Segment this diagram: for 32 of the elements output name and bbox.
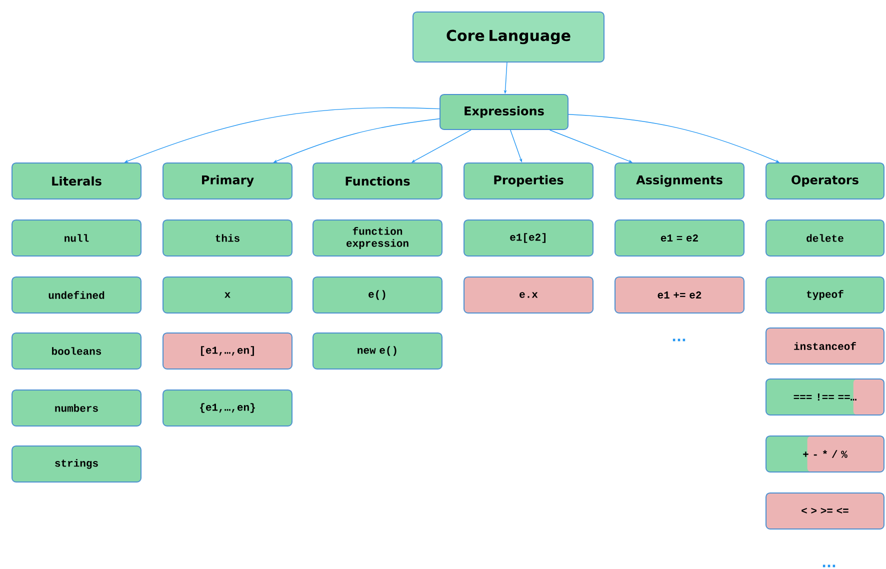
- ellipsis: ...: [822, 564, 836, 568]
- feature-box: e1 += e2: [614, 276, 744, 314]
- feature-box: x: [162, 276, 292, 314]
- category-box: Properties: [464, 162, 594, 200]
- feature-box: + - * / %: [766, 435, 884, 472]
- category-box: Operators: [766, 162, 884, 200]
- category-box: Expressions: [440, 94, 568, 130]
- feature-box: delete: [766, 219, 884, 256]
- feature-box: function expression: [312, 219, 442, 256]
- category-box: Literals: [12, 162, 142, 200]
- feature-box: null: [12, 219, 142, 256]
- feature-box: numbers: [12, 389, 142, 426]
- feature-box: strings: [12, 445, 142, 482]
- feature-box: e(): [312, 276, 442, 314]
- category-box: Functions: [312, 162, 442, 200]
- root-box: Core Language: [412, 12, 604, 62]
- feature-box: e1 = e2: [614, 219, 744, 256]
- feature-box: this: [162, 219, 292, 256]
- ellipsis: ...: [672, 338, 686, 342]
- feature-box: [e1,…,en]: [162, 332, 292, 370]
- feature-box: undefined: [12, 276, 142, 314]
- feature-box: typeof: [766, 276, 884, 314]
- feature-box: booleans: [12, 332, 142, 370]
- feature-box: e1[e2]: [464, 219, 594, 256]
- feature-box: new e(): [312, 332, 442, 370]
- feature-box: e.x: [464, 276, 594, 314]
- feature-box: < > >= <=: [766, 492, 884, 530]
- feature-box: instanceof: [766, 327, 884, 364]
- category-box: Assignments: [614, 162, 744, 200]
- feature-box: === !== ==…: [766, 378, 884, 416]
- category-box: Primary: [162, 162, 292, 200]
- feature-box: {e1,…,en}: [162, 389, 292, 426]
